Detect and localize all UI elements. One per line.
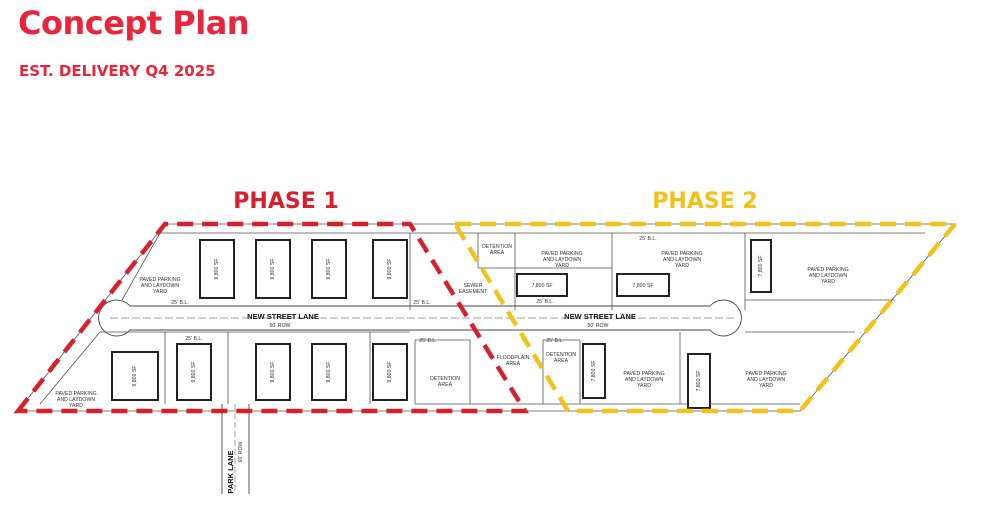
svg-text:9,800 SF: 9,800 SF xyxy=(326,361,332,382)
svg-text:9,800 SF: 9,800 SF xyxy=(326,258,332,279)
lot-lines-bottom xyxy=(39,331,101,405)
svg-text:9,800 SF: 9,800 SF xyxy=(132,365,138,386)
svg-text:9,800 SF: 9,800 SF xyxy=(214,258,220,279)
phase1-bottom-buildings xyxy=(111,343,408,401)
svg-text:25' B.L.: 25' B.L. xyxy=(185,336,202,342)
svg-text:7,800 SF: 7,800 SF xyxy=(696,370,702,391)
svg-text:7,800 SF: 7,800 SF xyxy=(632,283,653,289)
svg-text:9,800 SF: 9,800 SF xyxy=(270,258,276,279)
new-street-lane xyxy=(98,299,742,337)
phase1-top-buildings xyxy=(199,239,408,299)
setback-labels: 25' B.L. 25' B.L. 25' B.L. 25' B.L. 25' … xyxy=(171,236,656,344)
phase2-buildings xyxy=(516,239,772,409)
page-title: Concept Plan xyxy=(18,4,250,42)
svg-text:25' B.L.: 25' B.L. xyxy=(413,300,430,306)
svg-text:25' B.L.: 25' B.L. xyxy=(546,338,563,344)
row-label-left: 50' ROW xyxy=(270,323,291,329)
street-label-left: NEW STREET LANE xyxy=(247,312,319,321)
svg-text:9,800 SF: 9,800 SF xyxy=(191,361,197,382)
delivery-subtitle: EST. DELIVERY Q4 2025 xyxy=(19,62,216,80)
svg-text:9,800 SF: 9,800 SF xyxy=(270,361,276,382)
park-lane-label: PARK LANE xyxy=(226,450,235,493)
phase1-title: PHASE 1 xyxy=(233,189,338,214)
svg-text:7,800 SF: 7,800 SF xyxy=(758,255,764,276)
svg-text:25' B.L.: 25' B.L. xyxy=(419,338,436,344)
street-label-right: NEW STREET LANE xyxy=(564,312,636,321)
phase1-boundary xyxy=(13,221,530,414)
phase2-boundary xyxy=(451,221,960,414)
svg-text:25' B.L.: 25' B.L. xyxy=(171,300,188,306)
svg-text:25' B.L.: 25' B.L. xyxy=(536,299,553,305)
phase2-title: PHASE 2 xyxy=(652,189,757,214)
row-label-right: 50' ROW xyxy=(588,323,609,329)
svg-text:9,800 SF: 9,800 SF xyxy=(387,361,393,382)
park-lane-road xyxy=(221,404,250,494)
svg-text:9,800 SF: 9,800 SF xyxy=(387,258,393,279)
svg-text:25' B.L.: 25' B.L. xyxy=(639,236,656,242)
svg-text:7,800 SF: 7,800 SF xyxy=(531,283,552,289)
building-labels: 9,800 SF 9,800 SF 9,800 SF 9,800 SF 9,80… xyxy=(132,255,764,391)
svg-text:7,800 SF: 7,800 SF xyxy=(591,360,597,381)
park-row-label: 60' ROW xyxy=(238,441,244,462)
